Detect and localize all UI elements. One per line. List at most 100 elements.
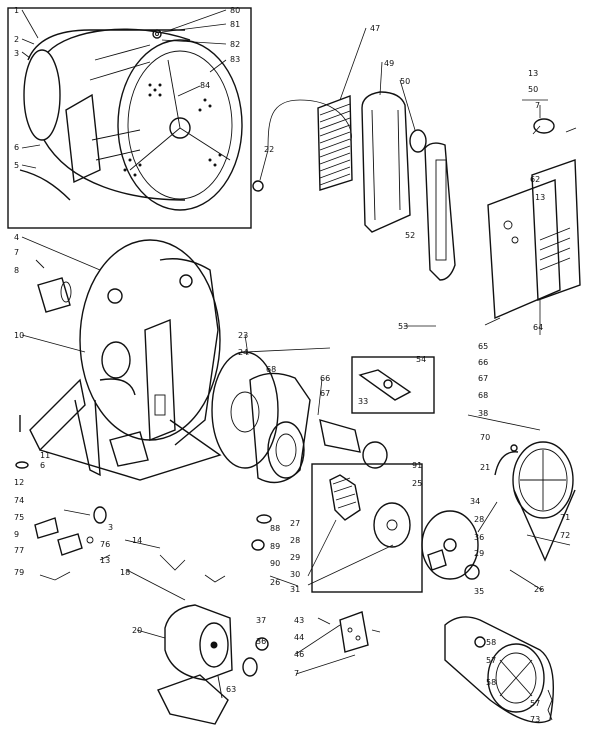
- label-79: 79: [14, 568, 24, 577]
- drum-bearing-center: [155, 32, 159, 36]
- part-8-end: [60, 281, 72, 303]
- frame-leg-front: [74, 399, 101, 477]
- idler-plate-hub: [443, 538, 457, 552]
- label-54: 54: [416, 355, 426, 364]
- bearing-mount: [107, 288, 123, 304]
- label-13-top: 13: [528, 69, 538, 78]
- label-7-left: 7: [14, 248, 19, 257]
- idler-box: [351, 356, 435, 414]
- idler-bracket: [427, 549, 447, 571]
- label-6-base: 6: [40, 461, 45, 470]
- cabinet-frame: [29, 239, 222, 481]
- label-74: 74: [14, 496, 24, 505]
- part-67-plate: [319, 419, 361, 453]
- part-21-spring: [494, 451, 519, 476]
- drum-top-edge: [47, 28, 191, 53]
- label-68-housing: 68: [266, 365, 276, 374]
- motor-body: [164, 604, 233, 681]
- label-28: 28: [290, 536, 300, 545]
- label-57-pulley: 57: [486, 656, 496, 665]
- label-67-plate: 67: [320, 389, 330, 398]
- label-26-left: 26: [270, 578, 280, 587]
- part-9-switch: [57, 533, 83, 556]
- label-23: 23: [238, 331, 248, 340]
- bulkhead-flange: [159, 258, 219, 446]
- drive-pulley-inner: [518, 448, 568, 512]
- lower-pulley-spoke: [499, 659, 533, 697]
- label-66: 66: [478, 358, 488, 367]
- drum-spider-arm: [129, 127, 181, 171]
- part-21-cap: [362, 441, 388, 469]
- wire-lead: [267, 99, 352, 151]
- drum-bottom-edge: [43, 139, 186, 201]
- label-70: 70: [480, 433, 490, 442]
- label-10: 10: [14, 331, 24, 340]
- part-76-nut: [86, 536, 94, 544]
- drum-perforations: [123, 83, 222, 177]
- impeller-box: [311, 463, 423, 593]
- drum-front-inner: [127, 50, 233, 200]
- label-3-small: 3: [108, 523, 113, 532]
- exhaust-duct: [361, 91, 411, 233]
- drum-spider-arm: [179, 127, 231, 161]
- label-67: 67: [478, 374, 488, 383]
- label-6: 6: [14, 143, 19, 152]
- door-switch: [533, 118, 555, 134]
- label-29-idler: 29: [474, 549, 484, 558]
- drum-inset-box: [7, 7, 252, 229]
- label-53: 53: [398, 322, 408, 331]
- bulkhead-slot: [99, 378, 136, 396]
- label-21: 21: [480, 463, 490, 472]
- label-3: 3: [14, 49, 19, 58]
- part-46-bracket: [339, 611, 369, 653]
- duct-seal-ring: [409, 129, 427, 153]
- impeller-group: [311, 463, 423, 593]
- label-71: 71: [560, 513, 570, 522]
- label-82: 82: [230, 40, 240, 49]
- exhaust-duct-edge: [371, 109, 401, 221]
- label-91: 91: [412, 461, 422, 470]
- label-77: 77: [14, 546, 24, 555]
- label-63: 63: [226, 685, 236, 694]
- label-46: 46: [294, 650, 304, 659]
- label-30: 30: [290, 570, 300, 579]
- label-33: 33: [358, 397, 368, 406]
- base-bracket: [109, 431, 149, 467]
- label-35: 35: [474, 587, 484, 596]
- lint-duct-assembly: [252, 91, 581, 320]
- toe-panel-louvers: [539, 227, 571, 271]
- drive-belt: [513, 489, 576, 562]
- label-65: 65: [478, 342, 488, 351]
- blower-wheel-blades: [332, 477, 357, 509]
- label-7-top: 7: [535, 101, 540, 110]
- part-57-washer: [474, 636, 486, 648]
- label-7-bottom: 7: [294, 669, 299, 678]
- blower-housing-inlet-inner: [275, 433, 297, 467]
- idler-pivot: [383, 379, 393, 389]
- label-26-right: 26: [534, 585, 544, 594]
- motor-shaft: [210, 641, 218, 649]
- part-6-washer: [15, 461, 29, 469]
- part-79-wire: [39, 571, 71, 581]
- blower-housing-shell: [249, 372, 311, 484]
- duct-cover: [424, 142, 456, 281]
- label-24: 24: [238, 348, 248, 357]
- drum-baffle: [65, 93, 101, 184]
- idler-plate: [421, 510, 479, 580]
- label-4: 4: [14, 233, 19, 242]
- lower-belt: [444, 616, 555, 724]
- label-50-switch: 50: [528, 85, 538, 94]
- label-75: 75: [14, 513, 24, 522]
- label-90: 90: [270, 559, 280, 568]
- label-38: 38: [478, 409, 488, 418]
- label-68: 68: [478, 391, 488, 400]
- bracket-hole: [347, 627, 353, 633]
- heater-terminal: [154, 394, 166, 416]
- label-58-top: 58: [486, 638, 496, 647]
- bracket-hole: [355, 635, 361, 641]
- label-64: 64: [533, 323, 543, 332]
- mounting-bracket: [317, 611, 381, 653]
- motor-mount: [157, 674, 229, 725]
- part-13-screw: [99, 554, 111, 561]
